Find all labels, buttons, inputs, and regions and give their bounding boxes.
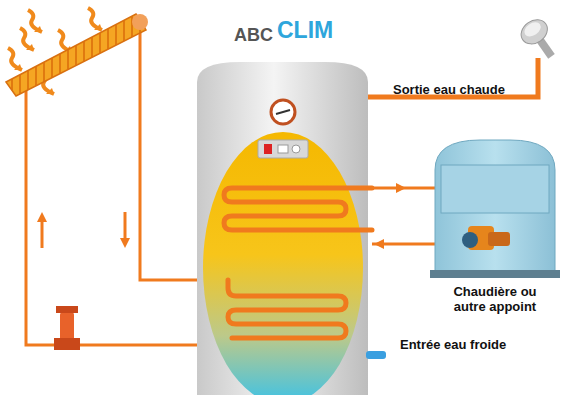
pump (54, 306, 80, 350)
shower-head (516, 15, 562, 65)
cold-water-inlet (366, 351, 386, 359)
solar-collector (6, 14, 146, 96)
collector-outlet (132, 14, 148, 30)
boiler-caption: Chaudière ou autre appoint (430, 284, 560, 314)
logo-abc: ABC (234, 25, 273, 45)
tank-interior (203, 132, 363, 404)
gauge (271, 100, 295, 124)
flow-arrows (37, 212, 130, 248)
control-panel (258, 140, 308, 158)
outlet-label: Sortie eau chaude (393, 82, 505, 97)
hot-water-pipe (368, 58, 538, 97)
boiler-node: Chaudière ou autre appoint (430, 140, 560, 314)
upper-coil (224, 188, 372, 230)
boiler (430, 140, 560, 278)
inlet-label: Entrée eau froide (400, 337, 506, 352)
lower-coil (228, 280, 346, 338)
logo-clim: CLIM (277, 18, 333, 43)
boiler-pipe-arrows (372, 183, 435, 249)
